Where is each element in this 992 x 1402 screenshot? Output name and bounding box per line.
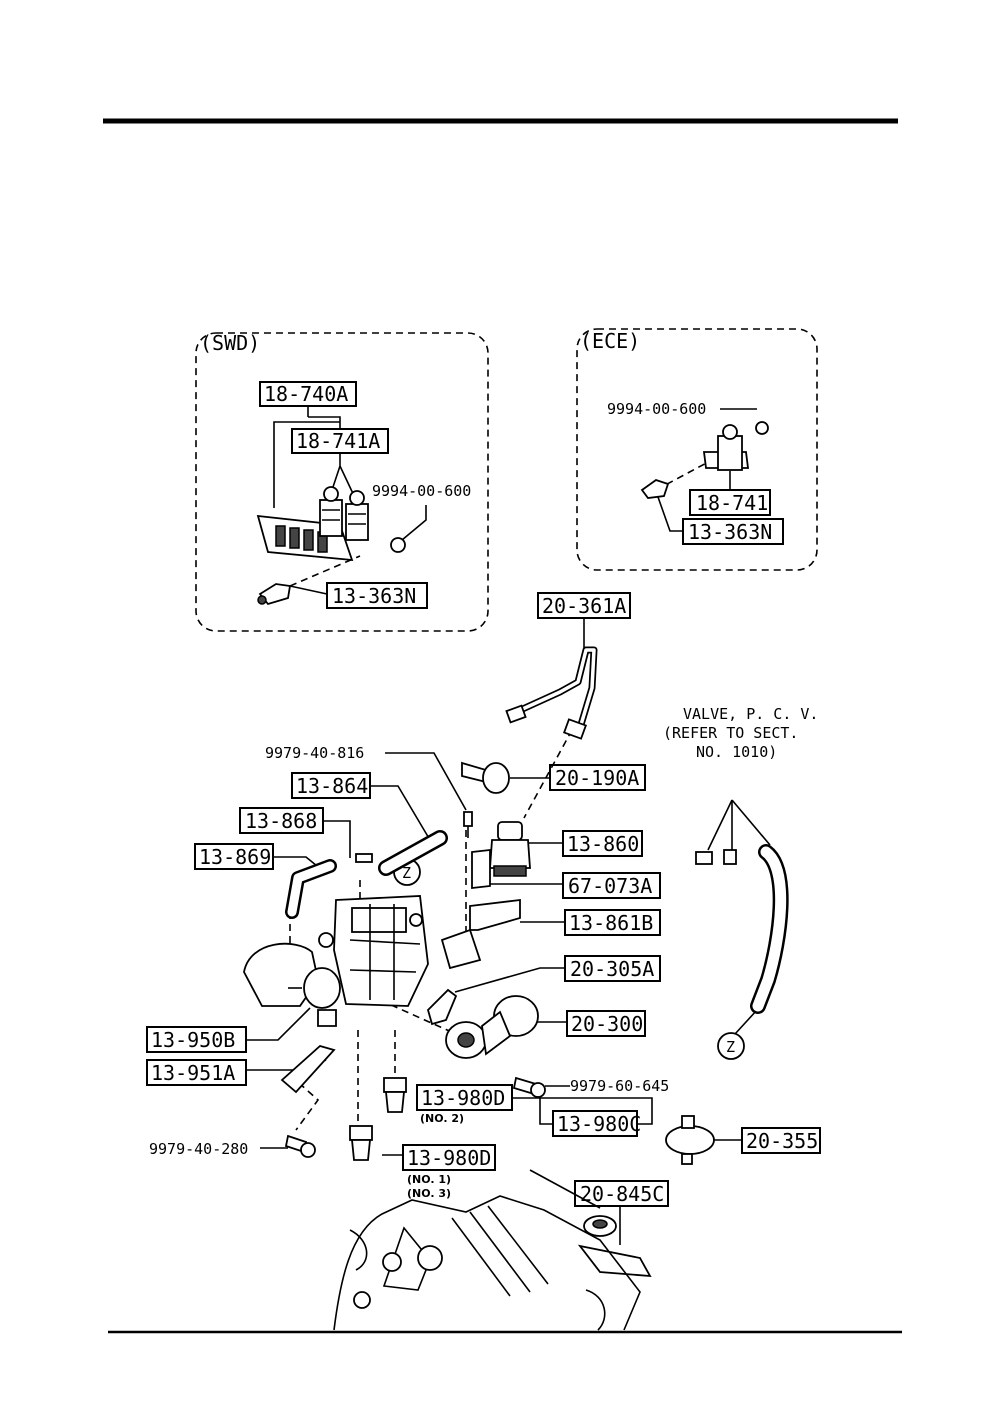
label-20-845C: 20-845C (580, 1182, 664, 1206)
egr-valve-20-300 (445, 995, 539, 1059)
label-9994-00-600-swd: 9994-00-600 (372, 482, 471, 500)
bolt-9979-40-280 (284, 1134, 316, 1158)
grommet-20-845C (577, 1215, 652, 1278)
label-13-868: 13-868 (245, 809, 317, 833)
svg-text:Z: Z (726, 1038, 735, 1056)
swd-group-border (195, 332, 489, 632)
valve-13-860 (489, 821, 531, 877)
ece-group: (ECE) 9994-00-600 18-741 13-363N (576, 328, 818, 571)
label-13-864: 13-864 (296, 774, 368, 798)
ece-group-border (576, 328, 818, 571)
pcv-hose (695, 844, 789, 1014)
label-9979-40-816: 9979-40-816 (265, 744, 364, 762)
swd-group: (SWD) 18-740A 18-741A 9994-00-600 13-363… (195, 331, 489, 632)
label-9979-40-280: 9979-40-280 (149, 1140, 248, 1158)
label-20-305A: 20-305A (570, 957, 654, 981)
engine-block-silhouette (333, 1169, 641, 1331)
svg-text:Z: Z (402, 864, 411, 882)
valve-20-355 (665, 1115, 715, 1165)
jet-13-980D (349, 1125, 373, 1161)
label-20-355: 20-355 (746, 1129, 818, 1153)
label-9994-00-600-ece: 9994-00-600 (607, 400, 706, 418)
bracket-13-951A (280, 1044, 336, 1094)
label-67-073A: 67-073A (568, 874, 652, 898)
swd-group-title: (SWD) (200, 331, 260, 355)
label-13-869: 13-869 (199, 845, 271, 869)
egr-gasket-20-305A (426, 988, 458, 1026)
label-13-980D: 13-980D (407, 1146, 491, 1170)
ece-vacuum-fitting (640, 479, 670, 499)
label-18-740A: 18-740A (264, 382, 348, 406)
label-13-980C: 13-980C (557, 1112, 641, 1136)
label-18-741: 18-741 (696, 491, 768, 515)
pcv-valve-note: VALVE, P. C. V. (REFER TO SECT. NO. 1010… (663, 705, 818, 761)
callout-z-right: Z (717, 1032, 745, 1060)
label-no2: (NO. 2) (420, 1112, 464, 1125)
hose-13-869 (285, 859, 337, 919)
bracket-13-861B (440, 898, 521, 970)
swd-solenoid-valves (319, 486, 369, 541)
label-13-363N-ece: 13-363N (688, 520, 772, 544)
bracket-67-073A (471, 848, 491, 890)
label-13-363N-swd: 13-363N (332, 584, 416, 608)
label-20-190A: 20-190A (555, 766, 639, 790)
ece-group-title: (ECE) (580, 329, 640, 353)
label-18-741A: 18-741A (296, 429, 380, 453)
label-9979-60-645: 9979-60-645 (570, 1077, 669, 1095)
label-13-980D-no2: 13-980D (421, 1086, 505, 1110)
jet-13-980D-no2 (383, 1077, 407, 1113)
fitting-13-868 (355, 853, 373, 863)
swd-vacuum-fitting (257, 583, 292, 606)
label-20-300: 20-300 (571, 1012, 643, 1036)
swd-nut (390, 537, 406, 553)
screw-9979-40-816 (463, 811, 473, 838)
label-13-950B: 13-950B (151, 1028, 235, 1052)
label-13-860: 13-860 (567, 832, 639, 856)
label-13-951A: 13-951A (151, 1061, 235, 1085)
carburetor-body (318, 895, 429, 1007)
label-no3: (NO. 3) (407, 1187, 451, 1200)
vacuum-valve-20-190A (461, 761, 510, 794)
label-no1: (NO. 1) (407, 1173, 451, 1186)
vacuum-pipe-20-361A (505, 646, 598, 740)
bolt-9979-60-645 (512, 1076, 546, 1098)
svg-text:NO. 1010): NO. 1010) (696, 743, 777, 761)
svg-text:(REFER TO SECT.: (REFER TO SECT. (663, 724, 798, 742)
hose-13-864 (378, 830, 448, 876)
label-20-361A: 20-361A (542, 594, 626, 618)
svg-text:VALVE, P. C. V.: VALVE, P. C. V. (683, 705, 818, 723)
ece-solenoid-valve (702, 421, 769, 471)
label-13-861B: 13-861B (569, 911, 653, 935)
diaphragm-13-950B (288, 967, 341, 1027)
